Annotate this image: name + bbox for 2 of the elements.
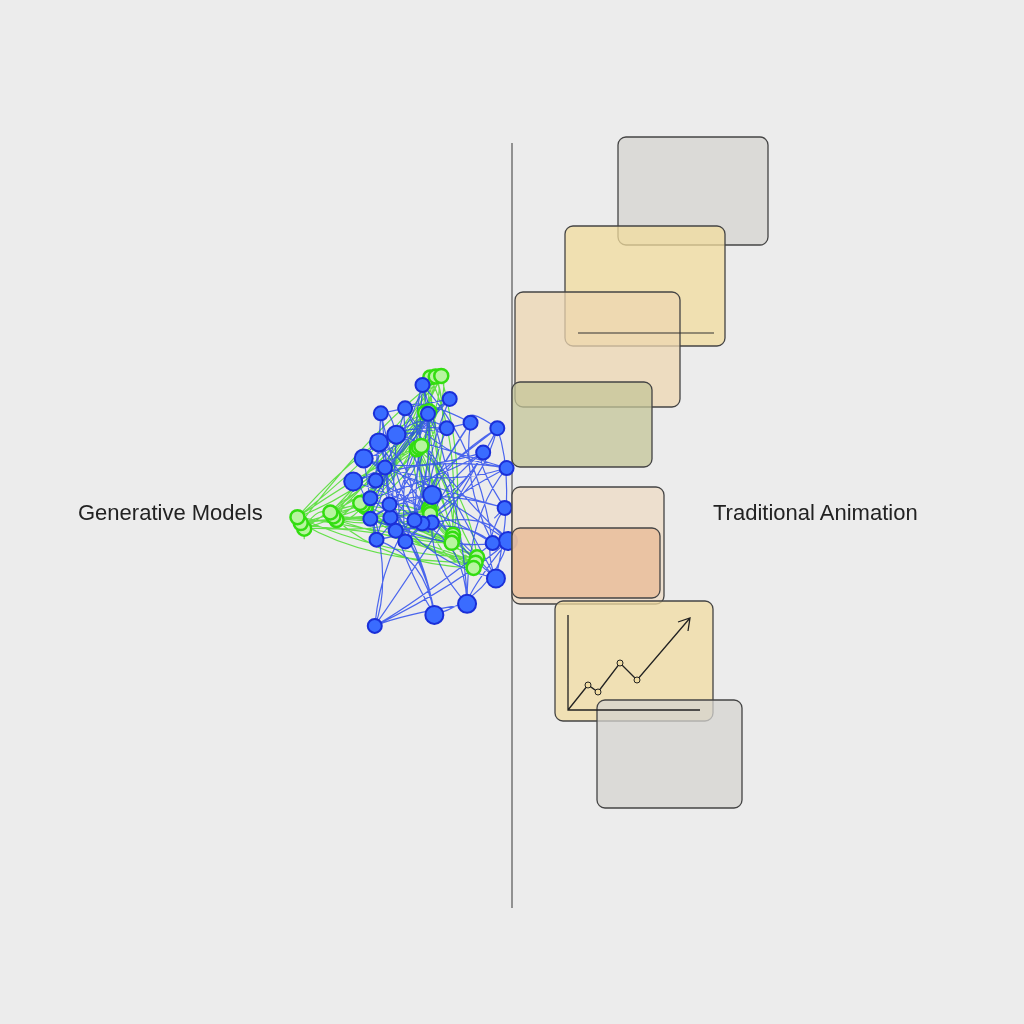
side-label: Traditional Animation [713, 499, 918, 527]
side-label: Generative Models [78, 499, 263, 527]
